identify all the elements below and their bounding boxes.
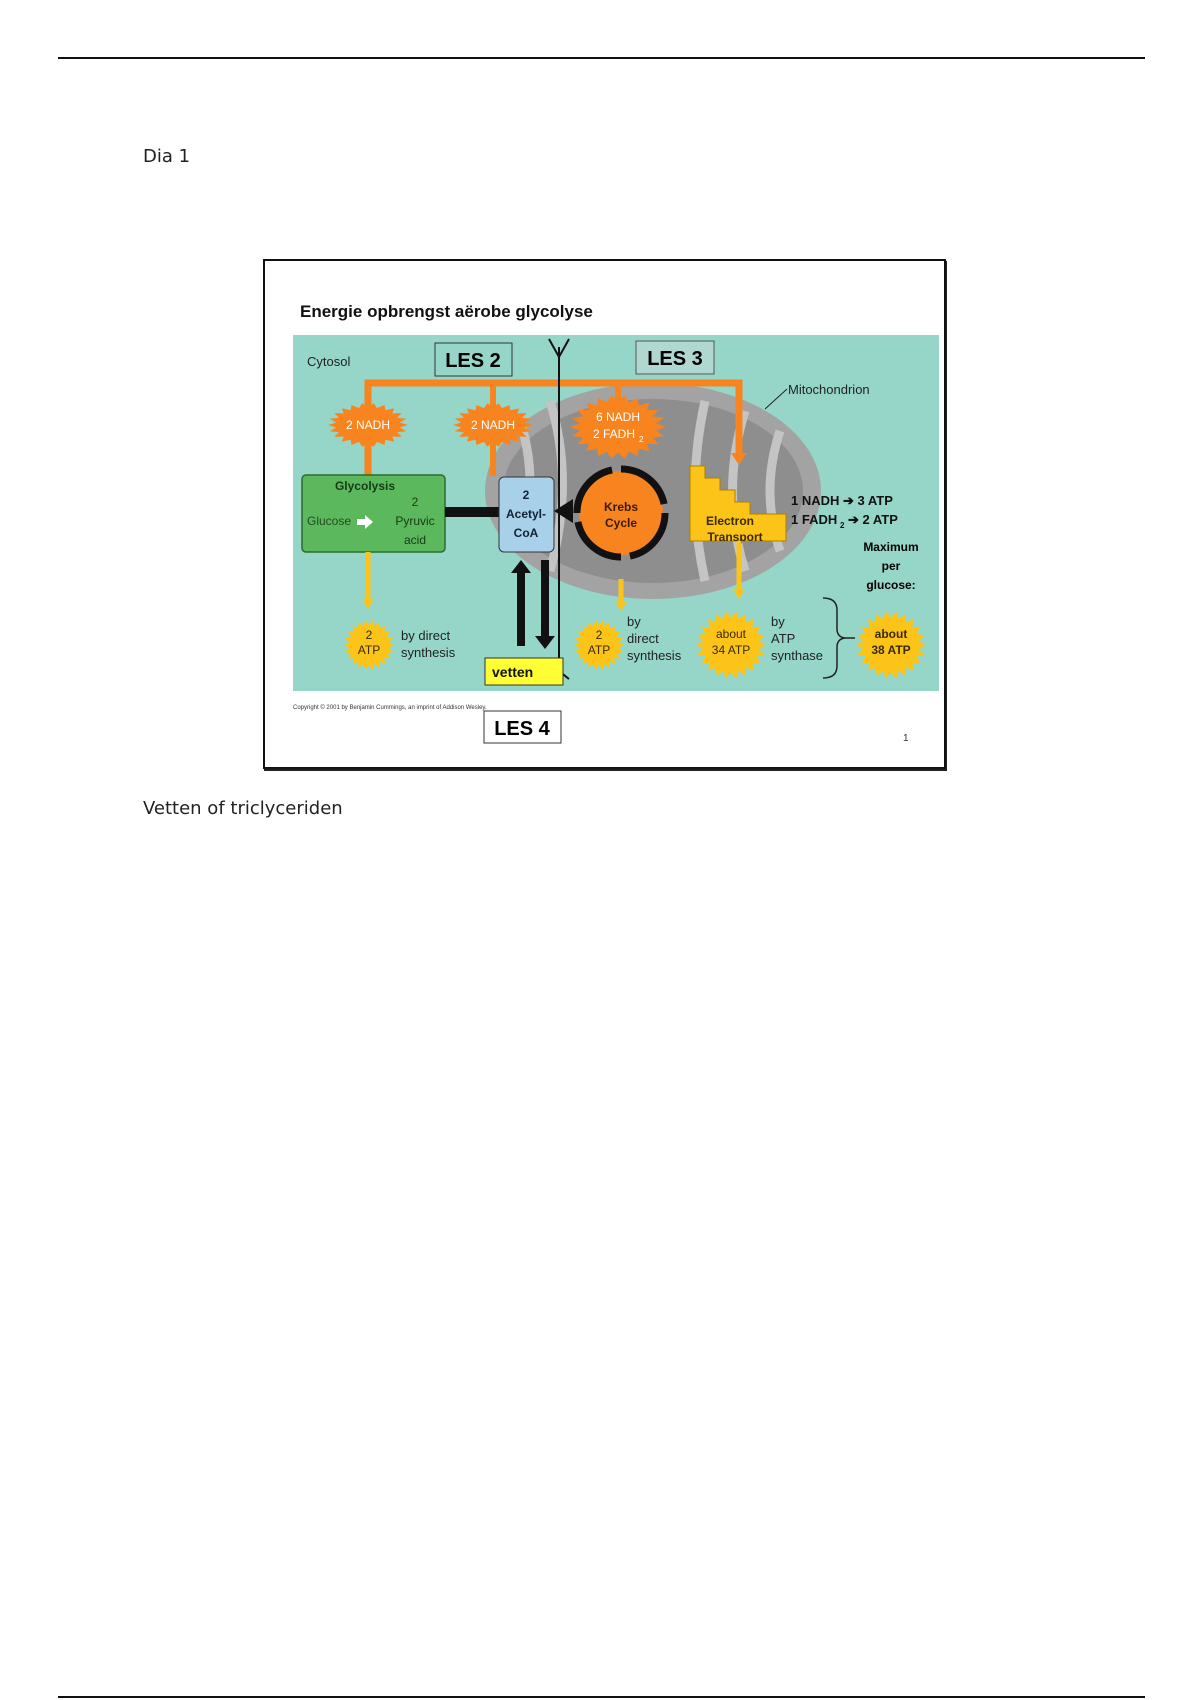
ratio-fadh-atp: ➔ 2 ATP	[848, 512, 898, 527]
krebs-1: Krebs	[604, 500, 638, 514]
acetyl-3: CoA	[514, 526, 539, 540]
max-3: glucose:	[866, 578, 915, 592]
les3-label: LES 3	[647, 348, 703, 370]
vetten-label: vetten	[492, 664, 533, 680]
et-1: Electron	[706, 514, 754, 528]
atp1-2: ATP	[358, 643, 380, 657]
atp2-desc-1: by	[627, 614, 641, 629]
krebs-nadh-label: 6 NADH	[596, 410, 640, 424]
ratio-fadh-sub: 2	[840, 521, 845, 530]
atp1-desc-1: by direct	[401, 628, 451, 643]
atp1-1: 2	[366, 628, 373, 642]
les4-label: LES 4	[494, 718, 550, 740]
atp2-1: 2	[596, 628, 603, 642]
arrowhead-et	[731, 453, 747, 465]
les2-box	[434, 342, 513, 377]
atp3-desc-3: synthase	[771, 648, 823, 663]
atp-arrowheads	[362, 589, 745, 611]
atp1-desc-2: synthesis	[401, 645, 456, 660]
max-1: Maximum	[863, 540, 918, 554]
slide-caption: Vetten of triclyceriden	[143, 798, 343, 819]
nadh-acetyl-star	[453, 403, 533, 447]
atp4-1: about	[875, 627, 908, 641]
fat-exchange-arrows	[511, 560, 555, 649]
acetyl-2: Acetyl-	[506, 507, 546, 521]
krebs-2: Cycle	[605, 516, 637, 530]
electron-transport-stairs	[689, 465, 787, 542]
les4-box	[483, 710, 562, 744]
nadh-glycolysis-star	[328, 403, 408, 447]
les3-box	[635, 340, 715, 375]
slide-heading: Dia 1	[143, 146, 191, 167]
atp3-desc-1: by	[771, 614, 785, 629]
acetyl-to-krebs-arrow	[554, 499, 573, 523]
atp2-desc-3: synthesis	[627, 648, 682, 663]
glucose-label: Glucose	[307, 514, 351, 528]
nadh-glycolysis-label: 2 NADH	[346, 418, 390, 432]
cytosol-label: Cytosol	[307, 354, 350, 369]
ratio-fadh: 1 FADH	[791, 512, 837, 527]
atp-arrows	[365, 541, 742, 603]
glucose-arrow	[357, 515, 373, 529]
connector-bar	[445, 507, 499, 517]
et-2: Transport	[707, 530, 762, 544]
mitochondrion-label: Mitochondrion	[788, 382, 870, 397]
atp4-2: 38 ATP	[871, 643, 910, 657]
acetyl-coa-box	[498, 476, 555, 553]
header-rule	[58, 57, 1145, 59]
krebs-nadh-star	[570, 395, 666, 459]
mitochondrion-pointer	[764, 388, 788, 410]
krebs-fadh-sub: 2	[639, 435, 644, 444]
atp3-1: about	[716, 627, 747, 641]
pyruvic-3: acid	[404, 533, 426, 547]
ratio-nadh: 1 NADH ➔ 3 ATP	[791, 493, 893, 508]
atp2-star	[574, 620, 624, 670]
acetyl-1: 2	[523, 488, 530, 502]
slide-title: Energie opbrengst aërobe glycolyse	[300, 302, 593, 321]
atp3-desc-2: ATP	[771, 631, 795, 646]
slide-page-number: 1	[903, 733, 909, 744]
krebs-fadh-label: 2 FADH	[593, 427, 635, 441]
pyruvic-1: 2	[412, 495, 419, 509]
nadh-acetyl-label: 2 NADH	[471, 418, 515, 432]
max-2: per	[882, 559, 901, 573]
atp4-star	[856, 611, 926, 679]
pyruvic-2: Pyruvic	[395, 514, 434, 528]
krebs-cycle-arrows	[573, 465, 669, 561]
atp3-star	[696, 611, 766, 679]
copyright: Copyright © 2001 by Benjamin Cummings, a…	[293, 704, 487, 711]
atp3-2: 34 ATP	[712, 643, 750, 657]
les2-label: LES 2	[445, 350, 501, 372]
slide-image: Energie opbrengst aërobe glycolyse Mitoc…	[263, 259, 946, 769]
atp2-desc-2: direct	[627, 631, 659, 646]
atp1-star	[344, 620, 394, 670]
vetten-box	[484, 657, 564, 686]
atp2-2: ATP	[588, 643, 610, 657]
footer-rule	[58, 1696, 1145, 1698]
glycolysis-label: Glycolysis	[335, 479, 395, 493]
krebs-cycle-circle	[579, 471, 663, 555]
brace	[822, 597, 855, 679]
